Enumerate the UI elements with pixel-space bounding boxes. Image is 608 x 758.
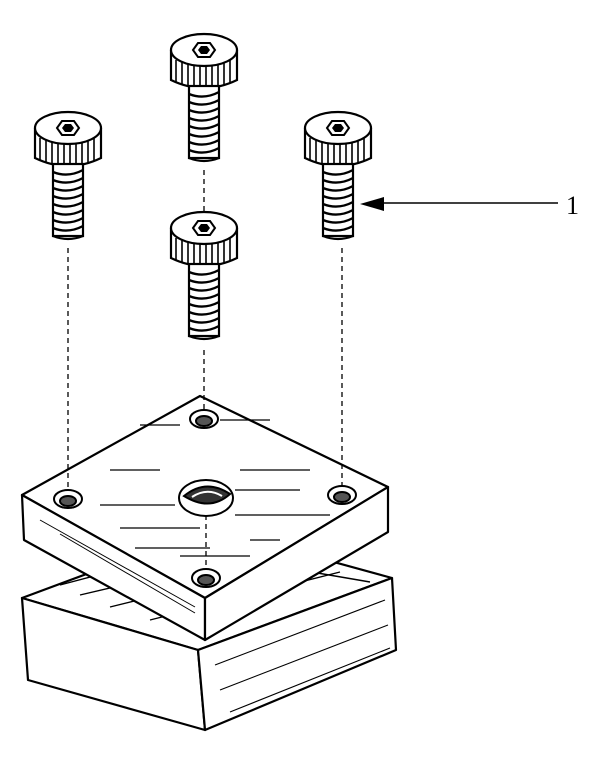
callout-arrowhead (360, 197, 384, 211)
screw-center (169, 210, 239, 341)
screw-right (303, 110, 373, 241)
callout-label: 1 (566, 191, 579, 220)
callout-1: 1 (360, 191, 579, 220)
mounting-hole-right (327, 485, 357, 505)
screw-top (169, 32, 239, 163)
center-bore (178, 479, 234, 517)
mounting-holes (53, 409, 357, 588)
mounting-hole-top (189, 409, 219, 429)
alignment-lines (67, 170, 343, 570)
screw-left (33, 110, 103, 241)
mounting-hole-bottom (191, 568, 221, 588)
mounting-hole-left (53, 489, 83, 509)
